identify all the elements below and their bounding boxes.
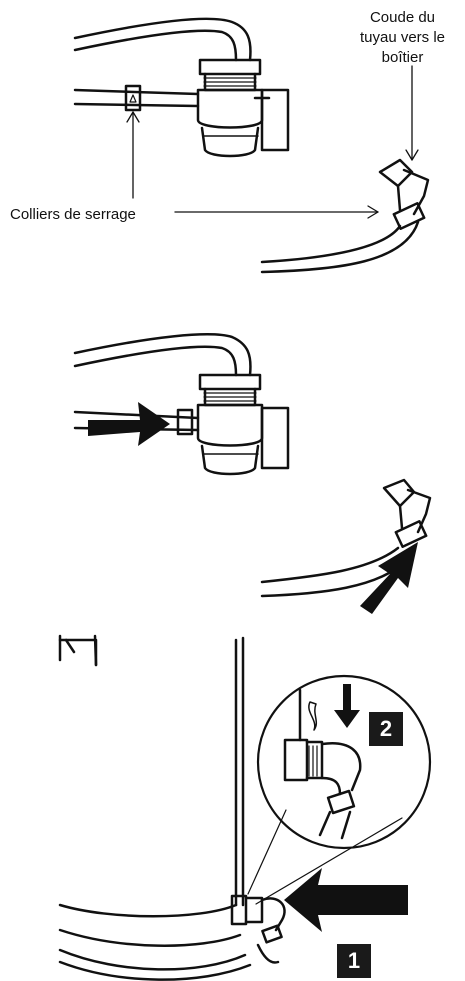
panel-3-canister: [60, 636, 250, 980]
elbow-label: Coude du tuyau vers le boîtier: [340, 8, 465, 68]
panel-2-faucet: [75, 334, 288, 474]
step-badge-2: 2: [369, 712, 403, 746]
clamp-icon: [126, 86, 140, 110]
panel-1-tube-left: [75, 86, 198, 110]
step-badge-1: 1: [337, 944, 371, 978]
elbow-label-line-3: boîtier: [340, 48, 465, 68]
panel-1-faucet: [75, 19, 288, 156]
push-arrow-left: [88, 402, 170, 446]
elbow-label-line-2: tuyau vers le: [340, 28, 465, 48]
push-arrow-panel3: [284, 868, 408, 932]
panel-1-elbow-tube: [262, 160, 428, 272]
clamps-label: Colliers de serrage: [10, 205, 136, 225]
elbow-label-line-1: Coude du: [340, 8, 465, 28]
panel-3-fitting: [232, 896, 285, 962]
down-arrow-icon: [334, 684, 360, 728]
